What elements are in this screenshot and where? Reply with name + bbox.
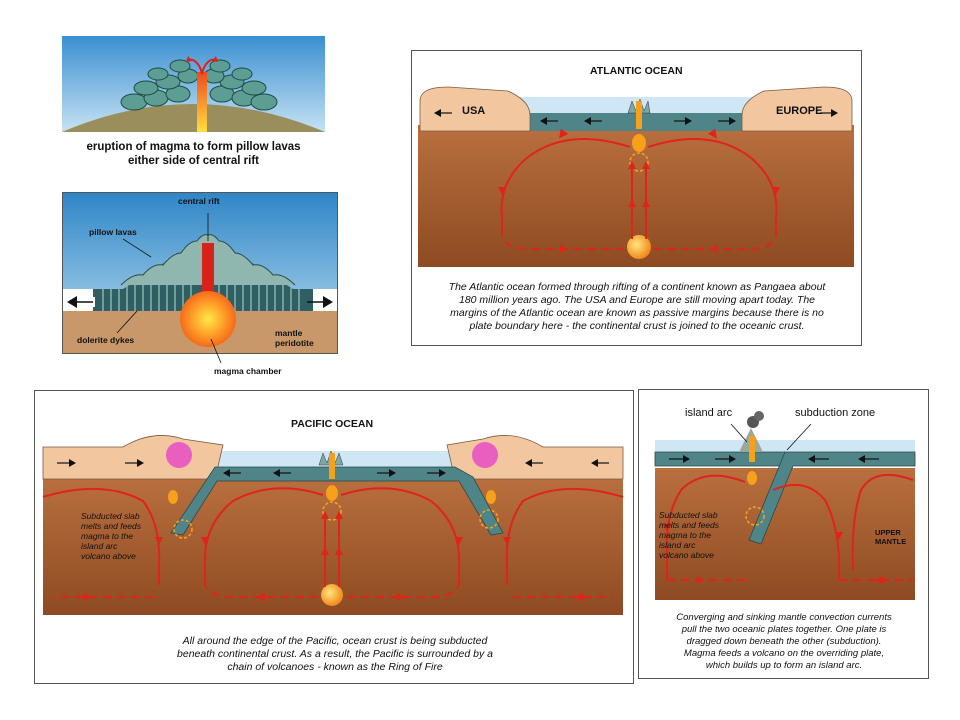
caption-line: The Atlantic ocean formed through riftin… — [448, 281, 826, 293]
pillow-lavas-label: pillow lavas — [89, 227, 137, 237]
note-line: magma to the — [659, 530, 711, 540]
subduction-zone-label: subduction zone — [795, 407, 876, 419]
ridge-section-illustration — [63, 193, 337, 364]
atlantic-caption: The Atlantic ocean formed through riftin… — [418, 281, 856, 333]
island-arc-slab-note: Subducted slab melts and feeds magma to … — [659, 510, 719, 560]
label-line: UPPER — [875, 528, 901, 537]
pacific-panel: PACIFIC OCEAN — [34, 390, 634, 684]
caption-line: Converging and sinking mantle convection… — [676, 612, 892, 623]
pillow-eruption-illustration — [62, 36, 325, 132]
caption-line: pull the two oceanic plates together. On… — [681, 624, 887, 635]
atlantic-diagram — [418, 86, 854, 267]
caption-line: margins of the Atlantic ocean are known … — [450, 307, 824, 319]
atlantic-title: ATLANTIC OCEAN — [590, 65, 683, 77]
label-line: MANTLE — [875, 537, 907, 546]
atlantic-panel: ATLANTIC OCEAN — [411, 50, 862, 346]
caption-line: Magma feeds a volcano on the overriding … — [683, 648, 885, 659]
peridotite-label: peridotite — [275, 338, 314, 348]
pacific-slab-note: Subducted slab melts and feeds magma to … — [81, 511, 141, 561]
note-line: volcano above — [81, 551, 136, 561]
pillow-eruption-caption: eruption of magma to form pillow lavas e… — [62, 140, 325, 168]
note-line: island arc — [81, 541, 118, 551]
caption-line: beneath continental crust. As a result, … — [177, 648, 493, 660]
magma-chamber-label: magma chamber — [214, 366, 282, 376]
island-arc-panel: island arc subduction zone — [638, 389, 929, 679]
caption-line: plate boundary here - the continental cr… — [469, 320, 805, 332]
caption-line: 180 million years ago. The USA and Europ… — [458, 294, 816, 306]
caption-line: dragged down beneath the other (subducti… — [686, 636, 882, 647]
pacific-caption: All around the edge of the Pacific, ocea… — [55, 635, 615, 674]
caption-line: which builds up to form an island arc. — [705, 660, 863, 671]
central-rift-label: central rift — [178, 196, 220, 206]
caption-line: chain of volcanoes - known as the Ring o… — [227, 661, 443, 673]
note-line: island arc — [659, 540, 696, 550]
island-arc-diagram — [654, 411, 916, 600]
note-line: volcano above — [659, 550, 714, 560]
note-line: magma to the — [81, 531, 133, 541]
island-arc-caption: Converging and sinking mantle convection… — [643, 612, 925, 672]
dolerite-dykes-label: dolerite dykes — [77, 335, 135, 345]
note-line: Subducted slab — [81, 511, 140, 521]
caption-line: either side of central rift — [127, 155, 259, 167]
usa-label: USA — [462, 105, 486, 117]
caption-line: eruption of magma to form pillow lavas — [86, 141, 301, 153]
upper-mantle-label: UPPER MANTLE — [875, 528, 906, 546]
pacific-title: PACIFIC OCEAN — [291, 418, 374, 430]
note-line: melts and feeds — [81, 521, 142, 531]
mantle-label: mantle — [275, 328, 303, 338]
caption-line: All around the edge of the Pacific, ocea… — [182, 635, 488, 647]
note-line: melts and feeds — [659, 520, 720, 530]
europe-label: EUROPE — [776, 105, 823, 117]
pacific-diagram — [42, 435, 624, 615]
ridge-section-figure: central rift pillow lavas dolerite dykes… — [62, 192, 338, 364]
note-line: Subducted slab — [659, 510, 718, 520]
island-arc-label: island arc — [685, 407, 733, 419]
pillow-eruption-figure — [62, 36, 325, 132]
